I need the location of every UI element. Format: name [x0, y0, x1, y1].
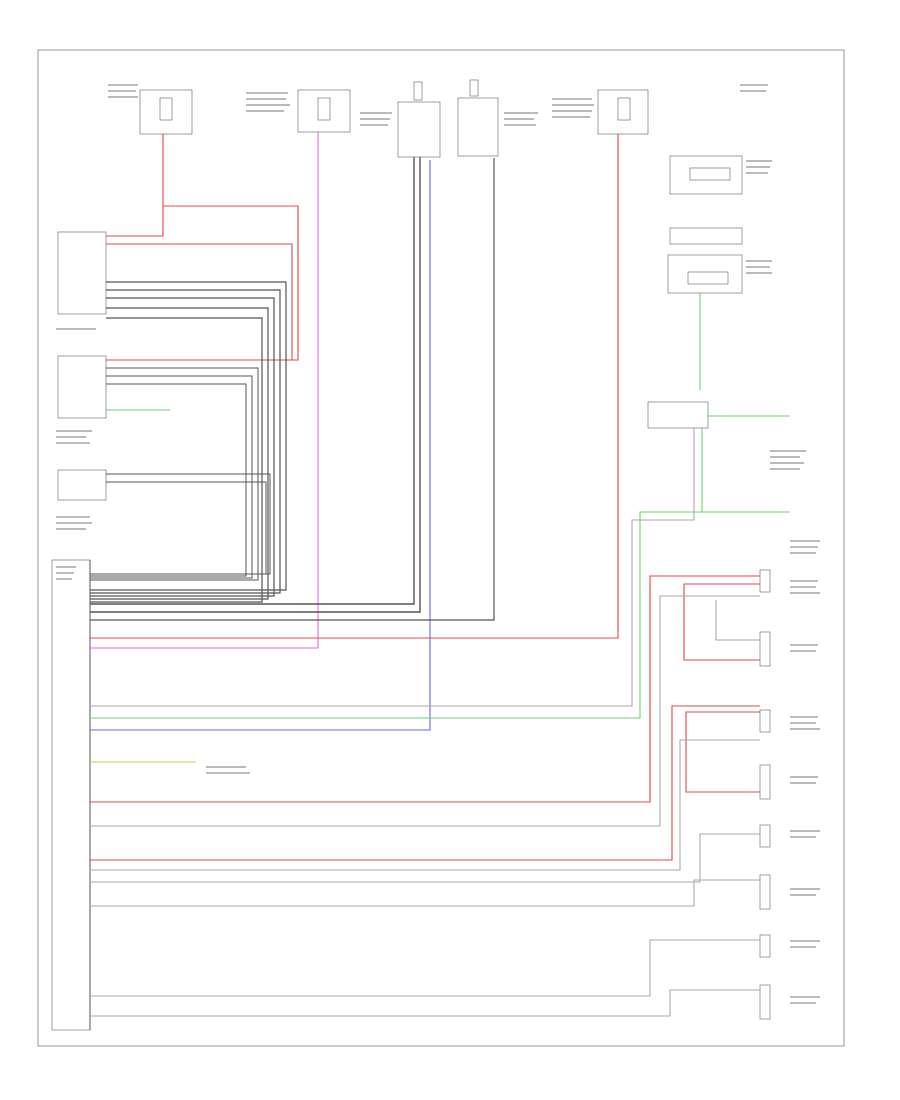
- wire-gray-lf-2: [715, 600, 760, 641]
- wire-gray-down: [90, 428, 695, 707]
- relay-module-center: [397, 81, 441, 158]
- sensor-right-rear: [759, 984, 771, 1020]
- sensor-left-rear-inner: [759, 824, 771, 848]
- wire-blue: [90, 160, 431, 731]
- wire-dark-bundle-4: [90, 317, 263, 603]
- wire-gray-lr-2: [90, 879, 760, 907]
- wire-dark-mod3-1: [90, 481, 267, 575]
- abs-module: [51, 559, 91, 1031]
- wire-gray-lf: [90, 595, 760, 827]
- sensor-right-front: [759, 764, 771, 800]
- fuse-block-2: [297, 89, 351, 133]
- wire-group: [90, 132, 790, 1017]
- wire-gray-rr: [90, 939, 760, 997]
- wire-dark-bundle-3: [90, 307, 269, 600]
- wire-dark-mod2-1: [90, 375, 253, 579]
- wire-red-lf-2: [683, 583, 760, 661]
- sensor-left-front-inner: [759, 569, 771, 593]
- fine-print-marks: [56, 84, 820, 1004]
- sensor-left-front: [759, 631, 771, 667]
- wire-red-rf-1: [90, 705, 760, 861]
- relay-module-2: [457, 79, 499, 157]
- wire-gray-lr: [90, 833, 760, 883]
- wire-red-fuse1: [106, 134, 299, 361]
- wire-gray-rf: [90, 739, 760, 871]
- fuse-block-3: [597, 89, 649, 135]
- left-module-3: [57, 469, 107, 501]
- wire-gray-rr-2: [90, 989, 760, 1017]
- sensor-left-rear: [759, 874, 771, 910]
- wire-dark-bundle-1: [90, 289, 281, 594]
- fuse-block-1: [139, 89, 193, 135]
- wire-dark-relay-2: [90, 157, 421, 613]
- wire-red-branch: [106, 243, 293, 360]
- left-module-2: [57, 355, 107, 419]
- wire-red-fuse1-b: [106, 206, 164, 237]
- wire-dark-bundle-2: [90, 297, 275, 597]
- wire-dark-relay-1: [90, 157, 415, 605]
- wire-red-rf-2: [685, 711, 760, 793]
- brake-switch-cluster: [667, 155, 743, 294]
- sensor-right-front-inner: [759, 709, 771, 733]
- left-module-1: [57, 231, 107, 315]
- wire-red-fuse3: [90, 134, 619, 639]
- wire-green-down: [90, 428, 703, 719]
- diagram-frame: [37, 49, 845, 1047]
- wire-pink-fuse2: [90, 132, 319, 649]
- wire-dark-bundle-0: [90, 281, 287, 591]
- wire-dark-relay2: [90, 158, 495, 621]
- junction-connector: [647, 401, 709, 429]
- wire-dark-mod3-0: [90, 473, 271, 575]
- wire-red-lf-1: [90, 575, 760, 803]
- wire-dark-mod2-2: [90, 383, 247, 577]
- sensor-right-rear-inner: [759, 934, 771, 958]
